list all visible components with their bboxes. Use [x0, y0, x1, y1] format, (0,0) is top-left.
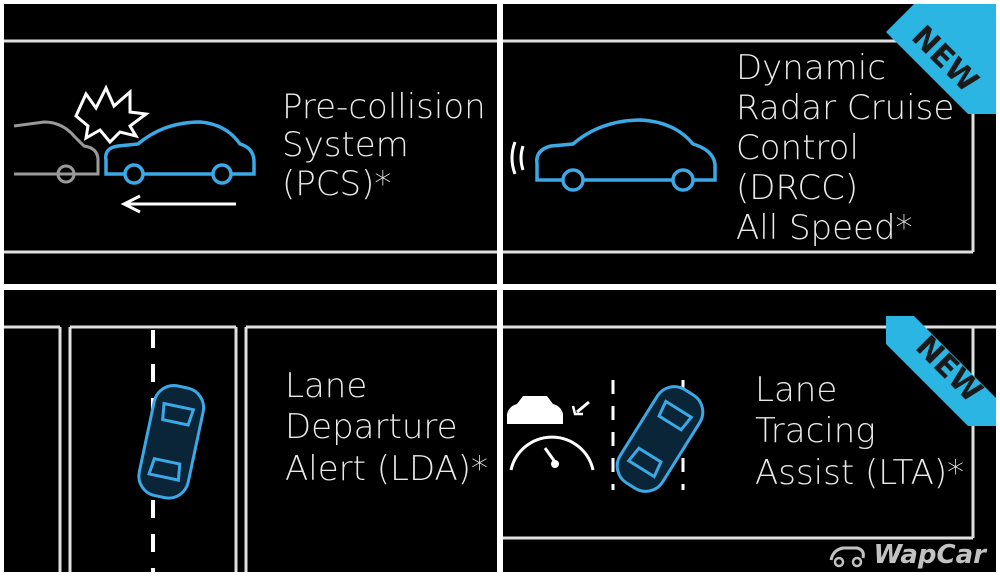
wapcar-watermark: WapCar: [827, 540, 986, 570]
drcc-label: Dynamic Radar Cruise Control (DRCC) All …: [736, 48, 955, 249]
lda-label: Lane Departure Alert (LDA)*: [285, 366, 489, 489]
lta-label: Lane Tracing Assist (LTA)*: [755, 370, 965, 493]
new-badge: NEW: [886, 316, 996, 426]
new-badge: NEW: [886, 4, 996, 114]
panel-pcs: Pre-collision System (PCS)*: [4, 4, 497, 284]
radar-car-icon: [510, 118, 717, 192]
pcs-label: Pre-collision System (PCS)*: [282, 87, 486, 204]
top-view-car-icon: [137, 384, 206, 500]
top-view-car-icon: [615, 385, 705, 493]
car-speedometer-icon: [507, 396, 595, 471]
panel-lda: Lane Departure Alert (LDA)*: [4, 290, 497, 572]
collision-icon: [14, 84, 256, 214]
wapcar-logo-icon: [829, 546, 866, 568]
panel-lta: Lane Tracing Assist (LTA)* NEW: [503, 290, 996, 572]
lane-lines: [4, 325, 497, 572]
road-lines: [4, 39, 497, 254]
panel-drcc: Dynamic Radar Cruise Control (DRCC) All …: [503, 4, 996, 284]
watermark-text: WapCar: [873, 540, 986, 570]
